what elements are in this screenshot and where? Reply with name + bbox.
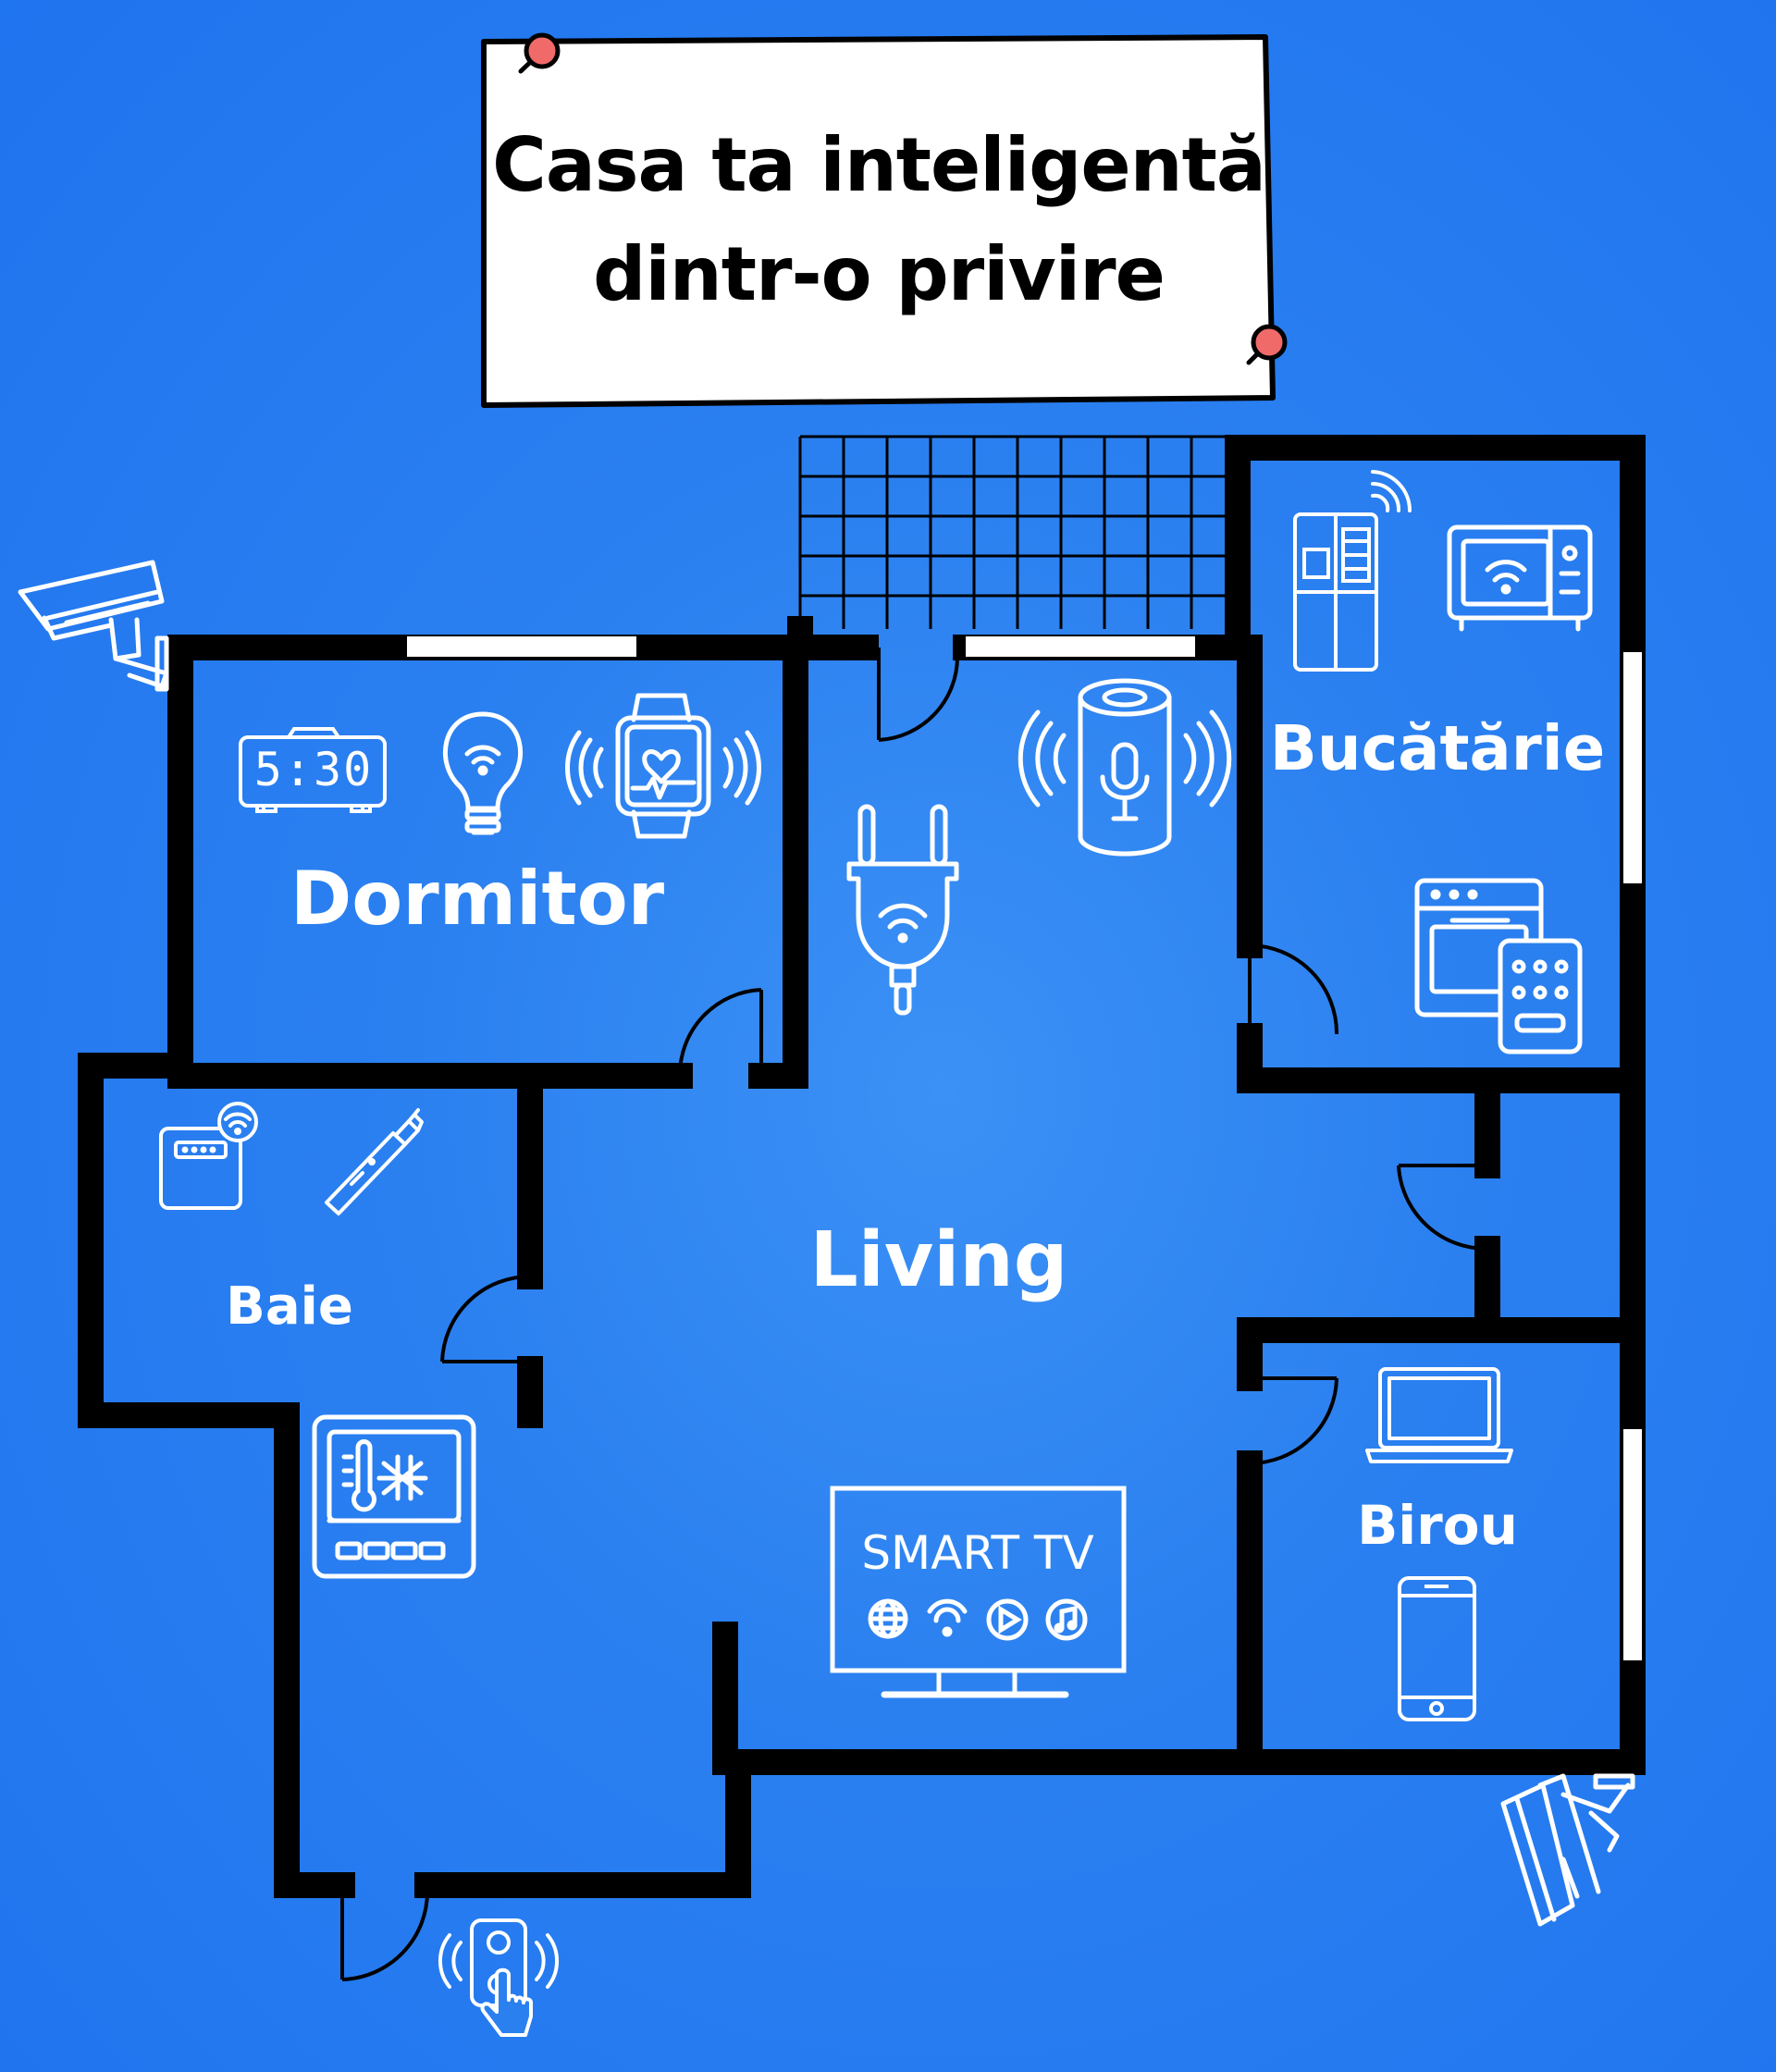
title-line-1: Casa ta inteligentă xyxy=(492,122,1266,208)
room-label-birou: Birou xyxy=(1357,1494,1518,1557)
video-doorbell-icon xyxy=(438,1918,559,2037)
smart-plug-icon xyxy=(846,804,959,1016)
smart-tv-label: SMART TV xyxy=(861,1526,1094,1580)
room-label-living: Living xyxy=(809,1216,1068,1304)
windows xyxy=(407,636,1642,1660)
thermostat-icon xyxy=(312,1414,476,1579)
smartphone-icon xyxy=(1398,1576,1476,1721)
room-label-baie: Baie xyxy=(226,1276,353,1337)
alarm-clock-icon xyxy=(239,727,387,813)
room-label-dormitor: Dormitor xyxy=(290,856,665,942)
room-label-bucatarie: Bucătărie xyxy=(1269,712,1606,784)
security-camera-icon xyxy=(1500,1773,1635,1927)
smart-tv-icon xyxy=(830,1486,1127,1698)
pin-bottom-right-icon xyxy=(1246,324,1288,365)
electric-toothbrush-icon xyxy=(325,1108,424,1215)
page-title: Casa ta inteligentă dintr-o privire xyxy=(486,111,1272,329)
microwave-icon xyxy=(1447,524,1593,632)
laptop-icon xyxy=(1365,1367,1513,1463)
smartwatch-icon xyxy=(565,693,761,839)
alarm-clock-time: 5:30 xyxy=(253,743,374,796)
smart-speaker-icon xyxy=(1018,678,1232,857)
pin-top-left-icon xyxy=(518,32,561,74)
title-line-2: dintr-o privire xyxy=(593,231,1166,317)
doors xyxy=(340,648,1488,1981)
smart-oven-icon xyxy=(1414,878,1583,1054)
smart-bulb-icon xyxy=(443,711,523,835)
balcony-grid xyxy=(798,435,1226,629)
title-card xyxy=(481,34,1276,408)
security-camera-icon xyxy=(18,560,169,692)
smart-scale-icon xyxy=(159,1102,258,1210)
smart-fridge-icon xyxy=(1293,470,1412,672)
